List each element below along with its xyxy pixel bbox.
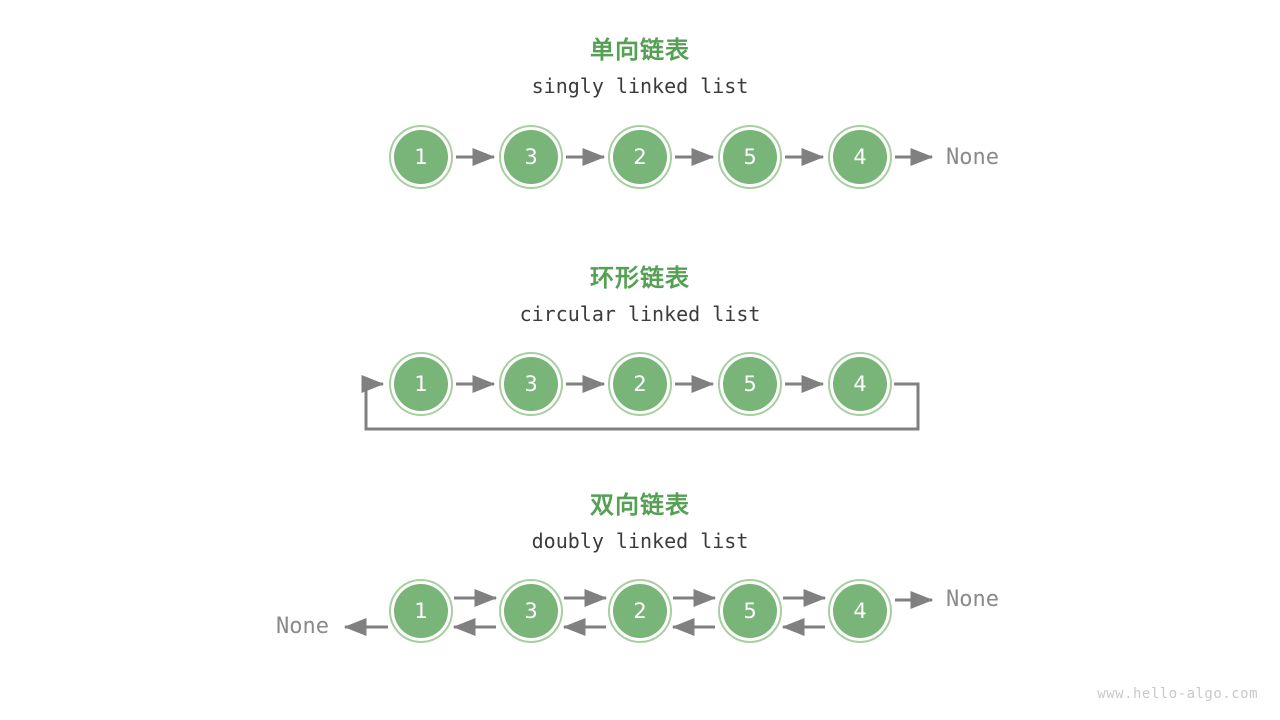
list-node-value: 4 — [833, 357, 887, 411]
list-node-value: 3 — [504, 584, 558, 638]
section-title-circular: 环形链表 — [590, 264, 690, 292]
list-node: 2 — [608, 125, 672, 189]
section-title-doubly: 双向链表 — [590, 491, 690, 519]
list-node: 5 — [718, 579, 782, 643]
section-subtitle-doubly: doubly linked list — [531, 529, 749, 553]
list-node-value: 2 — [613, 130, 667, 184]
list-node: 4 — [828, 352, 892, 416]
list-node: 4 — [828, 579, 892, 643]
null-terminator-label-left: None — [276, 614, 329, 639]
section-subtitle-singly: singly linked list — [531, 74, 749, 98]
list-node: 1 — [389, 352, 453, 416]
null-terminator-label: None — [946, 145, 999, 170]
section-subtitle-circular: circular linked list — [519, 302, 761, 326]
list-node: 2 — [608, 579, 672, 643]
list-node-value: 2 — [613, 584, 667, 638]
list-node: 3 — [499, 352, 563, 416]
list-node-value: 5 — [723, 584, 777, 638]
list-node-value: 1 — [394, 130, 448, 184]
list-node-value: 1 — [394, 357, 448, 411]
list-node-value: 2 — [613, 357, 667, 411]
list-node-value: 3 — [504, 357, 558, 411]
watermark: www.hello-algo.com — [1097, 686, 1258, 702]
list-node: 3 — [499, 125, 563, 189]
null-terminator-label-right: None — [946, 587, 999, 612]
list-node: 1 — [389, 125, 453, 189]
list-node-value: 4 — [833, 130, 887, 184]
list-node-value: 5 — [723, 130, 777, 184]
list-node: 3 — [499, 579, 563, 643]
list-node-value: 5 — [723, 357, 777, 411]
list-node: 4 — [828, 125, 892, 189]
list-node-value: 3 — [504, 130, 558, 184]
list-node-value: 4 — [833, 584, 887, 638]
list-node: 5 — [718, 125, 782, 189]
list-node: 1 — [389, 579, 453, 643]
list-node: 2 — [608, 352, 672, 416]
list-node: 5 — [718, 352, 782, 416]
list-node-value: 1 — [394, 584, 448, 638]
section-title-singly: 单向链表 — [590, 36, 690, 64]
